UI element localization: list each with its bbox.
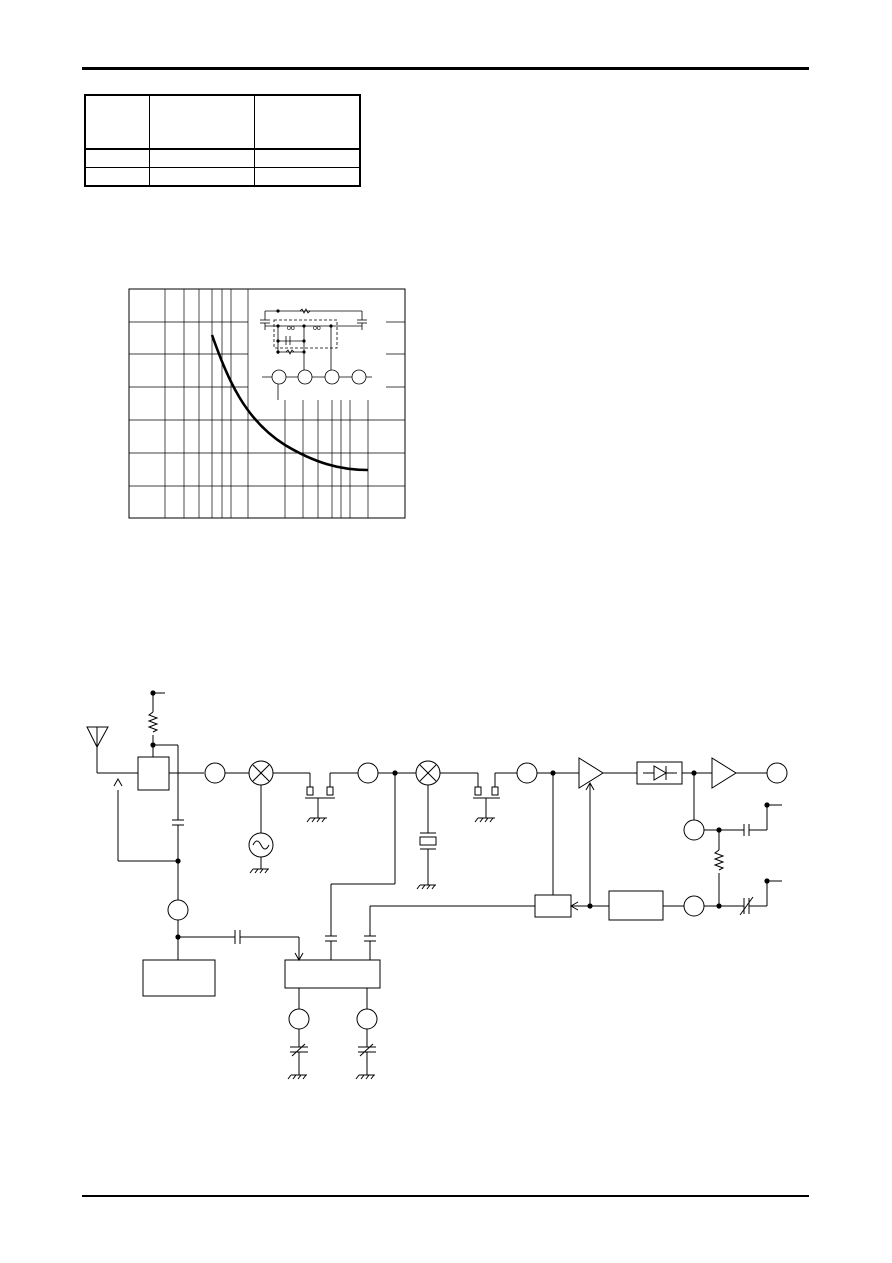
footer-rule bbox=[82, 1195, 809, 1197]
junction-dots bbox=[150, 690, 770, 940]
ceramic-filter-1 bbox=[305, 773, 335, 823]
table-cell bbox=[253, 148, 361, 168]
table-header-cell bbox=[148, 94, 255, 150]
pin-circle bbox=[516, 762, 538, 784]
pin-circle bbox=[357, 762, 379, 784]
mixer-1 bbox=[248, 760, 274, 786]
mixer-2 bbox=[415, 760, 441, 786]
antenna-icon bbox=[86, 726, 109, 773]
graph-horizontal-gridlines bbox=[129, 321, 405, 487]
inset-filter-circuit: oo oo bbox=[260, 308, 372, 400]
pin-circle bbox=[356, 1008, 378, 1030]
load-resistor bbox=[713, 849, 725, 871]
header-rule bbox=[82, 67, 809, 70]
detector-diode-block bbox=[636, 761, 683, 785]
pin-circle bbox=[204, 762, 226, 784]
table-cell bbox=[253, 167, 361, 187]
pin-circle bbox=[683, 895, 705, 917]
capacitor-ground-icon bbox=[287, 1043, 308, 1080]
pin-circle bbox=[683, 819, 705, 841]
ground-icon bbox=[416, 884, 436, 890]
table-header-cell bbox=[253, 94, 361, 150]
local-oscillator-icon bbox=[248, 832, 274, 858]
table-cell bbox=[148, 148, 255, 168]
graph-vertical-gridlines bbox=[164, 289, 369, 518]
characteristic-graph: oo oo bbox=[128, 288, 406, 519]
spec-table bbox=[84, 94, 361, 187]
control-block bbox=[534, 894, 572, 918]
table-header-row bbox=[84, 94, 361, 150]
pin-circle bbox=[167, 899, 189, 921]
rf-amp-block bbox=[137, 756, 170, 791]
svg-text:oo: oo bbox=[313, 325, 321, 332]
synthesizer-block bbox=[284, 959, 381, 989]
inset-junction-dots bbox=[276, 309, 333, 354]
table-header-cell bbox=[84, 94, 150, 150]
capacitor-ground-icon bbox=[355, 1043, 376, 1080]
table-cell bbox=[148, 167, 255, 187]
reference-block bbox=[142, 959, 216, 997]
ground-icon bbox=[249, 868, 269, 874]
graph-curve bbox=[210, 334, 369, 472]
bias-resistor bbox=[147, 711, 159, 733]
table-row bbox=[84, 167, 361, 187]
table-row bbox=[84, 148, 361, 168]
output-buffer bbox=[711, 757, 737, 789]
if-amplifier bbox=[578, 757, 604, 789]
pin-circle bbox=[288, 1008, 310, 1030]
svg-text:oo: oo bbox=[287, 325, 295, 332]
ceramic-filter-2 bbox=[473, 773, 500, 823]
graph-frame bbox=[128, 288, 406, 519]
agc-arrow bbox=[113, 777, 123, 787]
detector-block bbox=[608, 890, 664, 921]
crystal-icon bbox=[419, 832, 437, 850]
output-pin-circle bbox=[766, 762, 788, 784]
